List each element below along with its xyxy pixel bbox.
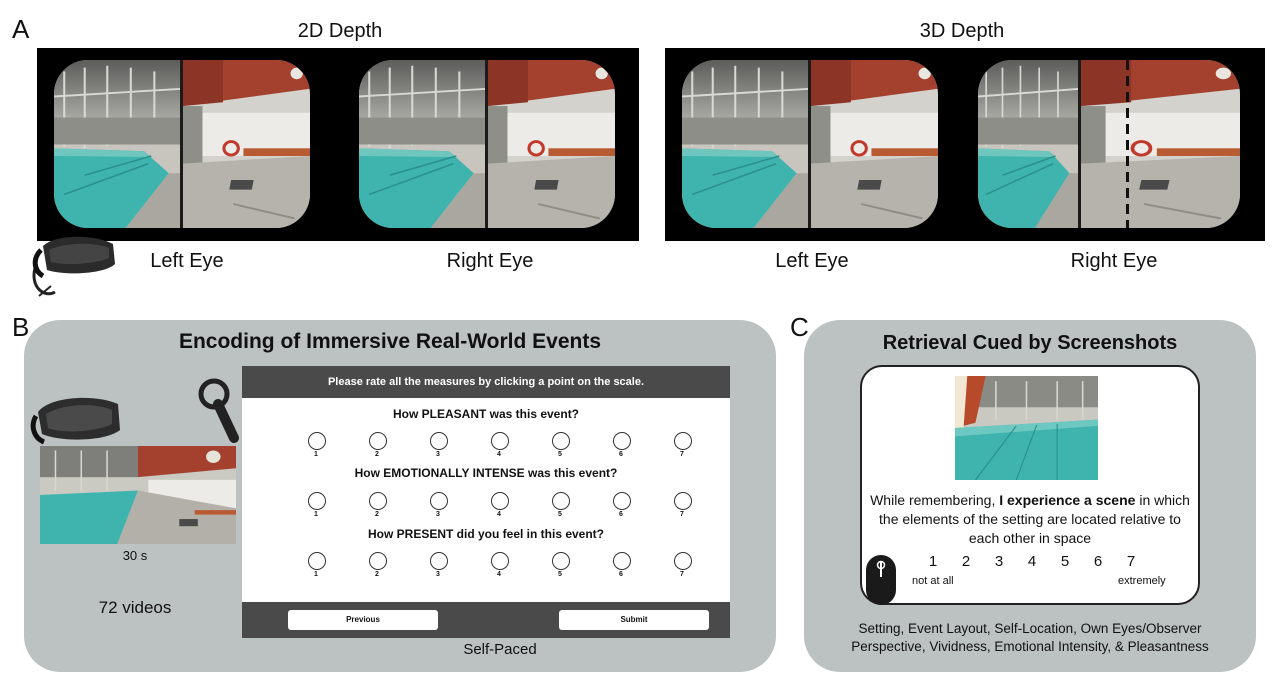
submit-button[interactable]: Submit [559, 610, 709, 630]
self-paced-label: Self-Paced [463, 641, 537, 658]
rating-radio[interactable] [491, 492, 509, 510]
rating-radio[interactable] [552, 492, 570, 510]
lens-right-eye-2d [359, 60, 615, 228]
rating-number: 2 [375, 511, 379, 518]
title-3d-depth: 3D Depth [919, 20, 1005, 42]
rating-radio[interactable] [430, 432, 448, 450]
retrieval-scale-number[interactable]: 5 [1060, 553, 1070, 570]
rating-number: 1 [314, 511, 318, 518]
panel-b-title: Encoding of Immersive Real-World Events [178, 330, 602, 353]
panel-b-letter: B [12, 312, 30, 342]
retrieval-scale-number[interactable]: 4 [1027, 553, 1037, 570]
vr-frame-2d [37, 48, 639, 241]
rating-radio[interactable] [491, 432, 509, 450]
rating-number: 3 [436, 451, 440, 458]
retrieval-card: While remembering, I experience a scene … [860, 365, 1200, 605]
retrieval-scale-number[interactable]: 7 [1126, 553, 1136, 570]
vr-headset-icon [30, 390, 125, 460]
rating-number: 1 [314, 571, 318, 578]
scale-high-anchor: extremely [1118, 575, 1166, 587]
retrieval-prompt: While remembering, I experience a scene … [870, 492, 1190, 546]
form-instructions: Please rate all the measures by clicking… [242, 366, 730, 398]
panel-a-letter: A [12, 14, 30, 44]
question-emotionally-intense: How EMOTIONALLY INTENSE was this event? [354, 466, 618, 480]
rating-radio[interactable] [674, 432, 692, 450]
video-duration: 30 s [122, 548, 148, 563]
rating-number: 5 [558, 511, 562, 518]
rating-number: 4 [497, 511, 501, 518]
rating-number: 7 [680, 451, 684, 458]
rating-number: 4 [497, 571, 501, 578]
retrieval-scale-number[interactable]: 1 [928, 553, 938, 570]
rating-number: 7 [680, 571, 684, 578]
rating-radio[interactable] [369, 492, 387, 510]
video-count: 72 videos [98, 598, 172, 617]
rating-radio[interactable] [613, 492, 631, 510]
rating-radio[interactable] [491, 552, 509, 570]
retrieval-measures-line-2: Perspective, Vividness, Emotional Intens… [851, 639, 1209, 654]
rating-number: 3 [436, 571, 440, 578]
scale-low-anchor: not at all [912, 575, 954, 587]
computer-mouse-icon [864, 553, 898, 607]
vr-headset-icon [25, 228, 120, 300]
question-pleasant: How PLEASANT was this event? [392, 407, 580, 421]
rating-number: 5 [558, 571, 562, 578]
title-2d-depth: 2D Depth [297, 20, 383, 42]
lens-left-eye-3d [682, 60, 938, 228]
rating-number: 6 [619, 571, 623, 578]
rating-radio[interactable] [674, 492, 692, 510]
rating-number: 2 [375, 571, 379, 578]
rating-number: 5 [558, 451, 562, 458]
lens-right-eye-3d [978, 60, 1240, 228]
rating-number: 1 [314, 451, 318, 458]
vr-controller-icon [196, 378, 242, 444]
rating-number: 7 [680, 511, 684, 518]
rating-radio[interactable] [308, 552, 326, 570]
rating-radio[interactable] [369, 552, 387, 570]
rating-number: 6 [619, 451, 623, 458]
vr-frame-3d [665, 48, 1265, 241]
rating-radio[interactable] [369, 432, 387, 450]
rating-radio[interactable] [674, 552, 692, 570]
rating-form: Please rate all the measures by clicking… [242, 366, 730, 638]
retrieval-scale-number[interactable]: 6 [1093, 553, 1103, 570]
previous-button[interactable]: Previous [288, 610, 438, 630]
label-right-eye-2d: Right Eye [446, 250, 534, 272]
retrieval-scale-number[interactable]: 2 [961, 553, 971, 570]
rating-number: 4 [497, 451, 501, 458]
rating-radio[interactable] [613, 552, 631, 570]
encoding-video-thumbnail [40, 446, 236, 544]
lens-left-eye-2d [54, 60, 310, 228]
rating-radio[interactable] [308, 492, 326, 510]
cue-screenshot [955, 376, 1098, 480]
rating-radio[interactable] [552, 552, 570, 570]
rating-radio[interactable] [613, 432, 631, 450]
rating-radio[interactable] [552, 432, 570, 450]
rating-radio[interactable] [430, 492, 448, 510]
retrieval-measures-line-1: Setting, Event Layout, Self-Location, Ow… [858, 621, 1202, 636]
rating-number: 6 [619, 511, 623, 518]
question-present: How PRESENT did you feel in this event? [367, 527, 605, 541]
form-footer: Previous Submit [242, 602, 730, 638]
panel-c-letter: C [790, 312, 809, 342]
rating-number: 2 [375, 451, 379, 458]
retrieval-scale-number[interactable]: 3 [994, 553, 1004, 570]
label-left-eye-2d: Left Eye [150, 250, 224, 272]
label-right-eye-3d: Right Eye [1070, 250, 1158, 272]
rating-number: 3 [436, 511, 440, 518]
rating-radio[interactable] [430, 552, 448, 570]
rating-radio[interactable] [308, 432, 326, 450]
panel-c-title: Retrieval Cued by Screenshots [882, 332, 1178, 354]
label-left-eye-3d: Left Eye [775, 250, 849, 272]
